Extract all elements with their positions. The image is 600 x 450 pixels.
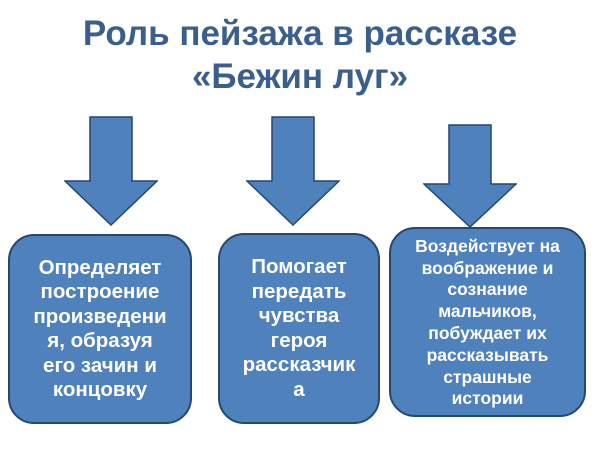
role-text-feelings: Помогает передать чувства героя рассказч…	[242, 255, 356, 401]
down-arrow-icon	[64, 116, 158, 226]
role-box-structure: Определяет построение произведени я, обр…	[8, 234, 192, 424]
title-line-1: Роль пейзажа в рассказе	[82, 14, 518, 53]
down-arrow-icon	[246, 116, 340, 226]
role-box-imagination: Воздействует на воображение и сознание м…	[389, 227, 586, 417]
role-box-feelings: Помогает передать чувства героя рассказч…	[218, 233, 380, 424]
title-line-2: «Бежин луг»	[191, 57, 409, 96]
role-text-structure: Определяет построение произведени я, обр…	[33, 255, 167, 402]
role-text-imagination: Воздействует на воображение и сознание м…	[415, 235, 560, 409]
slide-title: Роль пейзажа в рассказе «Бежин луг»	[0, 12, 600, 98]
down-arrow-icon	[423, 124, 517, 228]
